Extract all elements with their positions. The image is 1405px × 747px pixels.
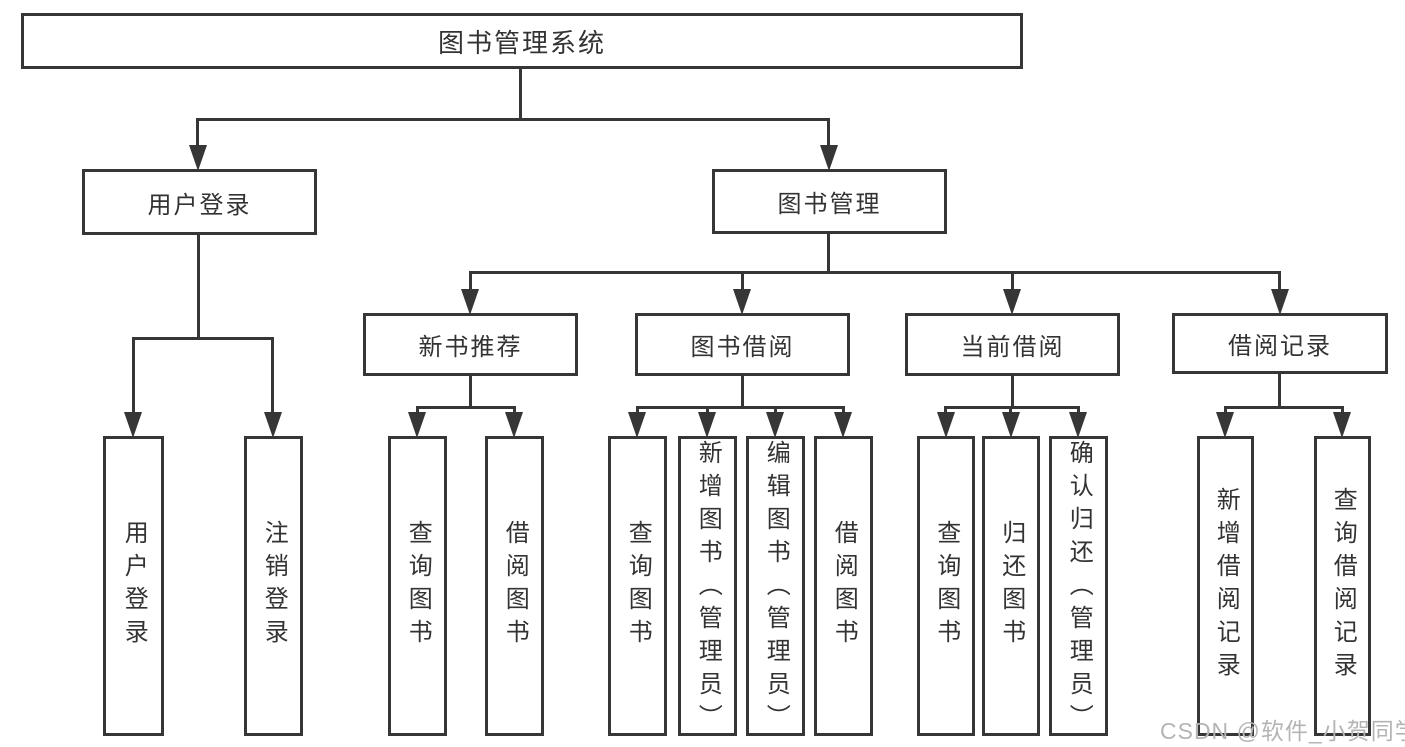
arrow-down-icon bbox=[1002, 412, 1020, 438]
leaf-add-book-label: 新增图书（管理员） bbox=[694, 440, 722, 737]
leaf-query-book-label: 查询图书 bbox=[932, 520, 960, 652]
leaf-query-book-current: 查询图书 bbox=[917, 436, 975, 736]
node-book-borrow-label: 图书借阅 bbox=[690, 334, 795, 361]
arrow-down-icon bbox=[834, 412, 852, 438]
connector-leaf-stem bbox=[1077, 406, 1080, 416]
connector-book-mgmt-stem bbox=[827, 118, 830, 148]
leaf-confirm-return-admin: 确认归还（管理员） bbox=[1049, 436, 1108, 737]
leaf-return-book: 归还图书 bbox=[982, 436, 1040, 736]
arrow-down-icon bbox=[461, 289, 479, 315]
arrow-down-icon bbox=[264, 412, 282, 438]
leaf-query-book-label: 查询图书 bbox=[624, 520, 652, 652]
connector-root-stem bbox=[519, 69, 522, 120]
node-book-management-label: 图书管理 bbox=[777, 191, 882, 218]
arrow-down-icon bbox=[1271, 289, 1289, 315]
connector-l3-stem bbox=[741, 271, 744, 291]
connector-root-branch bbox=[197, 118, 830, 121]
node-new-book-recommend: 新书推荐 bbox=[363, 313, 578, 376]
leaf-edit-book-label: 编辑图书（管理员） bbox=[762, 440, 790, 737]
node-user-login: 用户登录 bbox=[82, 169, 317, 235]
node-library-system: 图书管理系统 bbox=[21, 13, 1023, 69]
connector-borrow-record-bracket bbox=[1224, 406, 1344, 409]
leaf-query-borrow-record-label: 查询借阅记录 bbox=[1329, 487, 1357, 685]
leaf-borrow-book-recommend: 借阅图书 bbox=[485, 436, 544, 736]
node-current-borrow: 当前借阅 bbox=[905, 313, 1120, 376]
arrow-down-icon bbox=[1216, 412, 1234, 438]
leaf-logout: 注销登录 bbox=[244, 436, 303, 736]
connector-l3-stem bbox=[469, 271, 472, 291]
arrow-down-icon bbox=[408, 412, 426, 438]
node-book-management: 图书管理 bbox=[712, 169, 947, 234]
arrow-down-icon bbox=[1003, 289, 1021, 315]
connector-leaf-stem bbox=[944, 406, 947, 416]
connector-leaf-stem bbox=[416, 406, 419, 416]
connector-leaf-stem bbox=[636, 406, 639, 416]
connector-new-book-down bbox=[469, 376, 472, 408]
connector-current-borrow-bracket bbox=[944, 406, 1080, 409]
arrow-down-icon bbox=[698, 412, 716, 438]
connector-leaf-stem bbox=[1224, 406, 1227, 416]
leaf-query-book-recommend: 查询图书 bbox=[388, 436, 447, 736]
connector-leaf-stem bbox=[1341, 406, 1344, 416]
leaf-borrow-book-label: 借阅图书 bbox=[830, 520, 858, 652]
arrow-down-icon bbox=[820, 145, 838, 171]
leaf-add-borrow-record-label: 新增借阅记录 bbox=[1212, 487, 1240, 685]
leaf-add-borrow-record: 新增借阅记录 bbox=[1197, 436, 1254, 736]
arrow-down-icon bbox=[628, 412, 646, 438]
arrow-down-icon bbox=[1069, 412, 1087, 438]
leaf-user-login: 用户登录 bbox=[103, 436, 164, 736]
connector-new-book-bracket bbox=[416, 406, 516, 409]
connector-leaf-stem bbox=[513, 406, 516, 416]
connector-l3-stem bbox=[1278, 271, 1281, 291]
connector-book-mgmt-down bbox=[827, 233, 830, 274]
connector-leaf-stem bbox=[1009, 406, 1012, 416]
leaf-query-book-borrow: 查询图书 bbox=[608, 436, 667, 736]
connector-user-login-stem bbox=[196, 118, 199, 148]
connector-borrow-record-down bbox=[1278, 374, 1281, 408]
node-user-login-label: 用户登录 bbox=[147, 191, 252, 219]
connector-leaf-stem bbox=[774, 406, 777, 416]
arrow-down-icon bbox=[124, 412, 142, 438]
connector-user-login-down bbox=[197, 235, 200, 339]
leaf-add-book-admin: 新增图书（管理员） bbox=[678, 436, 737, 737]
connector-current-borrow-down bbox=[1011, 376, 1014, 408]
connector-l3-stem bbox=[1011, 271, 1014, 291]
connector-book-borrow-down bbox=[741, 376, 744, 408]
node-library-system-label: 图书管理系统 bbox=[437, 27, 606, 58]
node-new-book-recommend-label: 新书推荐 bbox=[418, 334, 523, 361]
csdn-watermark: CSDN @软件_小贺同学 bbox=[1160, 718, 1405, 744]
leaf-borrow-book-label: 借阅图书 bbox=[501, 520, 529, 652]
leaf-confirm-return-label: 确认归还（管理员） bbox=[1065, 440, 1093, 737]
arrow-down-icon bbox=[505, 412, 523, 438]
leaf-user-login-label: 用户登录 bbox=[120, 520, 148, 652]
connector-leaf-stem bbox=[706, 406, 709, 416]
leaf-edit-book-admin: 编辑图书（管理员） bbox=[746, 436, 805, 737]
node-book-borrow: 图书借阅 bbox=[635, 313, 850, 376]
arrow-down-icon bbox=[766, 412, 784, 438]
connector-leaf-stem bbox=[271, 337, 274, 414]
connector-book-mgmt-branch bbox=[470, 271, 1281, 274]
arrow-down-icon bbox=[189, 145, 207, 171]
node-current-borrow-label: 当前借阅 bbox=[960, 334, 1065, 361]
connector-user-login-bracket bbox=[132, 337, 274, 340]
node-borrow-record: 借阅记录 bbox=[1172, 313, 1388, 374]
leaf-borrow-book: 借阅图书 bbox=[814, 436, 873, 736]
connector-book-borrow-bracket bbox=[636, 406, 845, 409]
arrow-down-icon bbox=[733, 289, 751, 315]
arrow-down-icon bbox=[937, 412, 955, 438]
leaf-return-book-label: 归还图书 bbox=[997, 520, 1025, 652]
node-borrow-record-label: 借阅记录 bbox=[1228, 333, 1332, 360]
connector-leaf-stem bbox=[132, 337, 135, 414]
connector-leaf-stem bbox=[842, 406, 845, 416]
arrow-down-icon bbox=[1333, 412, 1351, 438]
leaf-logout-label: 注销登录 bbox=[260, 520, 288, 652]
leaf-query-book-label: 查询图书 bbox=[404, 520, 432, 652]
leaf-query-borrow-record: 查询借阅记录 bbox=[1314, 436, 1371, 736]
